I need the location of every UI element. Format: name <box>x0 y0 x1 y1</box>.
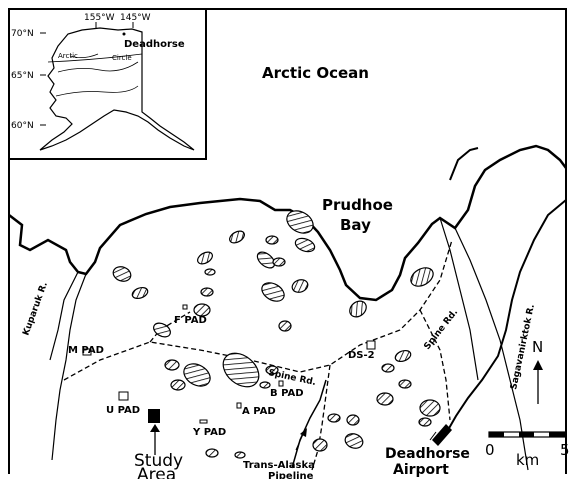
pad-y-marker <box>199 419 208 424</box>
pad-m-marker <box>82 348 92 356</box>
spine-road-label-2: Spine Rd. <box>422 308 460 352</box>
kuparuk-river-label: Kuparuk R. <box>21 281 50 337</box>
study-area-label-1: Study <box>134 451 183 471</box>
kuparuk-river-b <box>49 271 79 361</box>
trans-alaska-pipeline-line <box>291 379 327 469</box>
inset-map: 155°W 145°W 70°N 65°N 60°N Arctic Circle… <box>8 8 207 160</box>
airport-label-2: Airport <box>393 462 449 478</box>
pad-f-marker <box>182 304 188 310</box>
inset-river-1 <box>57 61 139 73</box>
pipeline-label-1: Trans-Alaska <box>243 460 315 471</box>
pad-u-label: U PAD <box>106 405 140 416</box>
pad-b-label: B PAD <box>270 388 304 399</box>
pad-y-label: Y PAD <box>192 427 226 438</box>
inset-frame <box>8 8 207 160</box>
inset-ticks <box>40 22 134 126</box>
inset-lat-label-65: 65°N <box>11 71 34 81</box>
spine-road-label-1: Spine Rd. <box>267 368 316 388</box>
kuparuk-river <box>51 273 87 461</box>
north-arrowhead <box>533 360 543 370</box>
prudhoe-bay-label-2: Bay <box>340 216 371 234</box>
inset-river-3 <box>69 53 99 58</box>
barrier-island <box>449 147 479 181</box>
scale-bar: 0 km 5 <box>485 431 570 469</box>
inset-arctic-word: Arctic <box>58 52 78 60</box>
inset-deadhorse-dot <box>122 32 126 36</box>
airport-arrow-shaft <box>429 431 437 441</box>
scale-unit: km <box>516 451 539 469</box>
coastline <box>8 144 567 302</box>
pad-u-marker <box>118 391 129 401</box>
arctic-circle-line <box>47 53 143 63</box>
map-frame <box>206 8 567 474</box>
study-area-label-2: Area <box>137 465 176 479</box>
spine-road <box>63 239 453 381</box>
north-arrow: N <box>532 338 543 404</box>
scale-zero: 0 <box>485 441 495 459</box>
airport-label-1: Deadhorse <box>385 446 470 462</box>
airport-runway <box>432 424 452 446</box>
study-area-marker <box>148 409 160 423</box>
pad-f-label: F PAD <box>174 315 207 326</box>
access-road-1 <box>311 364 331 471</box>
access-road-2 <box>419 309 451 421</box>
inset-deadhorse-label: Deadhorse <box>124 39 185 50</box>
inset-lon-label-145: 145°W <box>120 13 151 23</box>
pad-b-marker <box>278 380 284 387</box>
inset-river-2 <box>55 85 139 97</box>
pipeline-arrowhead <box>300 428 307 437</box>
inset-lat-label-70: 70°N <box>11 29 34 39</box>
prudhoe-bay-label-1: Prudhoe <box>322 196 393 214</box>
roads <box>63 239 453 471</box>
pads <box>82 304 376 424</box>
pad-a-marker <box>236 402 242 409</box>
sagavanirktok-river <box>454 227 529 471</box>
sagavanirktok-river-b <box>439 217 479 381</box>
hatched-areas <box>112 210 441 459</box>
pad-ds2-marker <box>366 340 376 350</box>
pad-a-label: A PAD <box>242 406 276 417</box>
study-area-arrowhead <box>150 424 160 432</box>
pad-m-label: M PAD <box>68 345 104 356</box>
scale-five: 5 <box>560 441 570 459</box>
ds2-label: DS-2 <box>348 350 375 361</box>
alaska-outline <box>39 27 195 151</box>
inset-lat-label-60: 60°N <box>11 121 34 131</box>
pipeline-label-2: Pipeline <box>268 471 314 479</box>
inset-circle-word: Circle <box>112 54 132 62</box>
inset-lon-label-155: 155°W <box>84 13 115 23</box>
arctic-ocean-label: Arctic Ocean <box>262 64 369 82</box>
east-shore <box>447 199 567 431</box>
north-label: N <box>532 338 543 356</box>
